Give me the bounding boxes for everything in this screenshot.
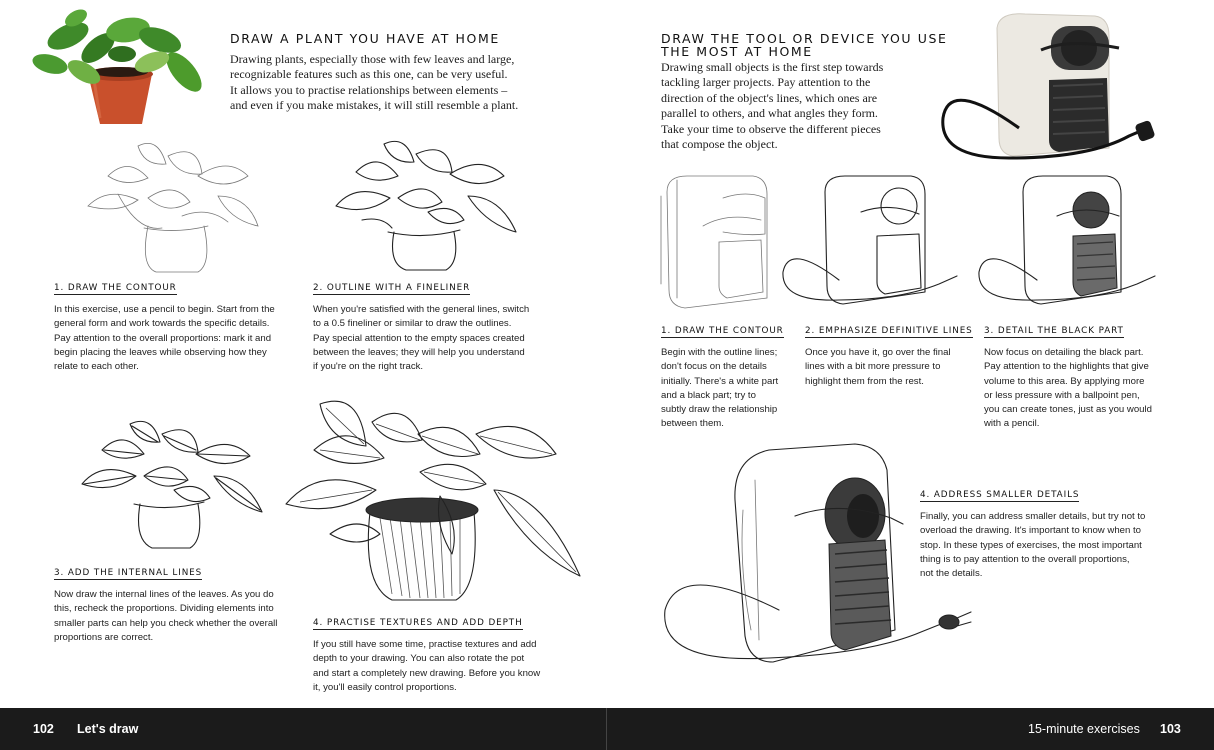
left-step-3-text: Now draw the internal lines of the leave… — [54, 589, 278, 643]
coffee-machine-photo — [941, 13, 1155, 160]
left-intro: Drawing plants, especially those with fe… — [230, 52, 519, 113]
plant-sketch-contour — [87, 142, 259, 273]
right-page-number: 103 — [1160, 722, 1181, 736]
right-section-title: 15-minute exercises — [1028, 722, 1140, 736]
right-step-2-text: Once you have it, go over the final line… — [805, 347, 951, 387]
left-step-1-title: 1. Draw the contour — [54, 283, 177, 295]
machine-sketch-contour — [660, 175, 768, 309]
right-step-4-title: 4. Address smaller details — [920, 490, 1080, 502]
right-step-3-text: Now focus on detailing the black part. P… — [984, 347, 1152, 430]
left-step-3-title: 3. Add the internal lines — [54, 568, 203, 580]
left-step-2-text: When you're satisfied with the general l… — [313, 304, 530, 373]
right-intro: Drawing small objects is the first step … — [661, 60, 884, 152]
left-heading: Draw a plant you have at home — [230, 31, 500, 46]
footer-divider — [606, 708, 607, 750]
right-step-3-title: 3. Detail the black part — [984, 326, 1124, 338]
left-step-4-text: If you still have some time, practise te… — [313, 639, 541, 693]
footer-bar: 102 Let's draw 15-minute exercises 103 — [0, 708, 1214, 750]
plant-leaves — [32, 9, 202, 92]
plant-pot — [87, 67, 153, 124]
right-step-1-text: Begin with the outline lines; don't focu… — [661, 347, 779, 430]
right-heading: Draw the tool or device you use the most… — [661, 31, 948, 59]
left-step-1-text: In this exercise, use a pencil to begin.… — [54, 304, 275, 373]
right-step-2-title: 2. Emphasize definitive lines — [805, 326, 973, 338]
plant-sketch-texture — [285, 400, 581, 601]
left-page: Draw a plant you have at home Drawing pl… — [0, 0, 607, 708]
left-step-4-title: 4. Practise textures and add depth — [313, 618, 523, 630]
left-section-title: Let's draw — [77, 722, 139, 736]
machine-sketch-black-part — [978, 175, 1156, 305]
right-step-4-text: Finally, you can address smaller details… — [920, 511, 1146, 580]
left-page-number: 102 — [33, 722, 54, 736]
pot-hatching — [365, 497, 479, 601]
left-step-2-title: 2. Outline with a fineliner — [313, 283, 471, 295]
right-step-1-title: 1. Draw the contour — [661, 326, 784, 338]
machine-sketch-detailed — [664, 443, 972, 663]
plant-sketch-outline — [335, 140, 517, 271]
plant-sketch-internal — [81, 420, 263, 549]
machine-sketch-definitive — [782, 175, 958, 305]
leaf-outlines — [285, 400, 581, 577]
right-page: Draw the tool or device you use the most… — [607, 0, 1214, 708]
plant-photo — [32, 9, 202, 124]
